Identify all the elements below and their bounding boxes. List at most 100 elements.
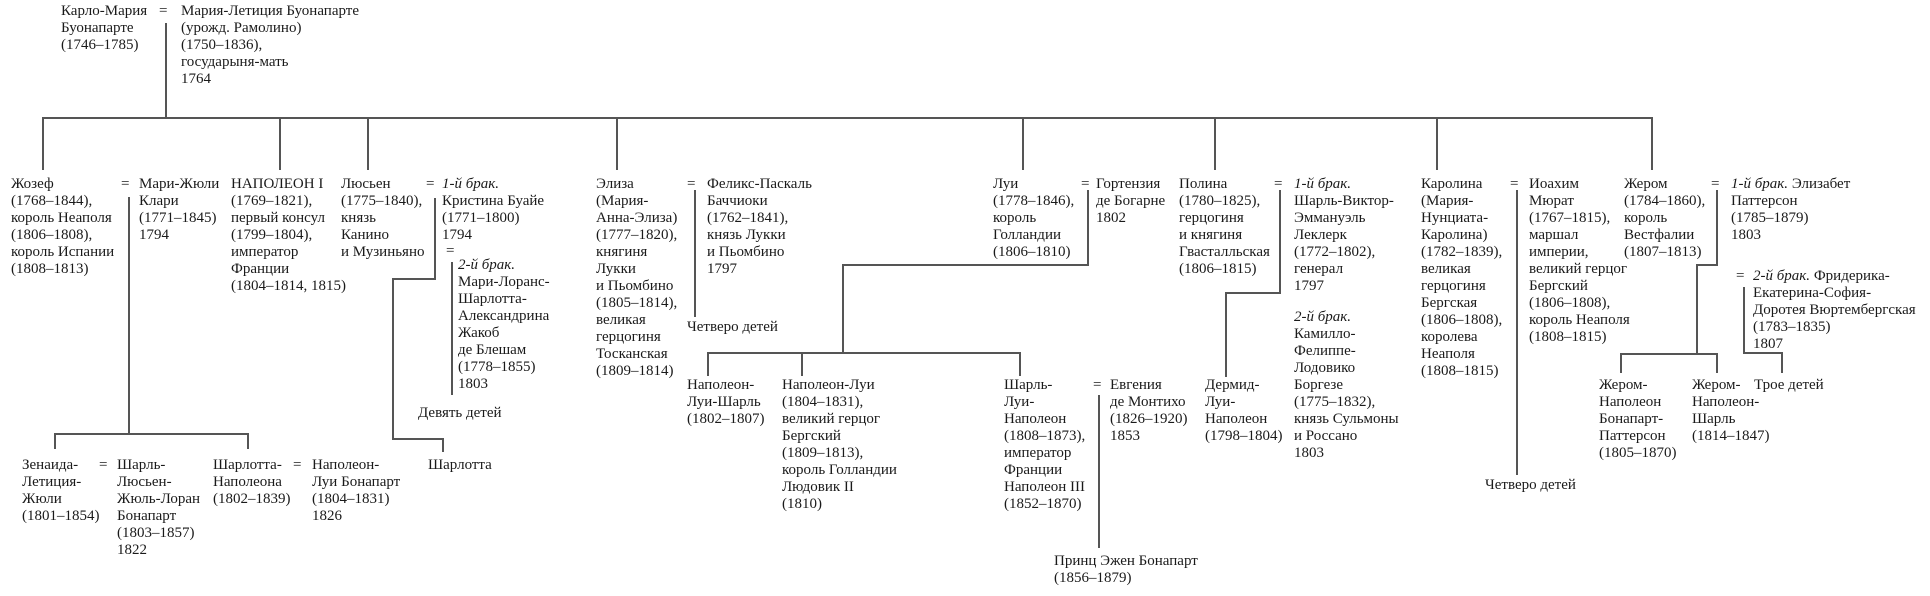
connector-line [42, 117, 1653, 119]
connector-line [1225, 292, 1227, 377]
person-caroline: Каролина (Мария- Нунциата- Каролина) (17… [1421, 176, 1503, 379]
connector-line [1436, 117, 1438, 170]
connector-line [842, 264, 1089, 266]
connector-line [694, 190, 696, 317]
person-lucien: Люсьен (1775–1840), князь Канино и Музин… [341, 176, 425, 260]
spouse-text: Фридерика- Екатерина-София- Доротея Вюрт… [1753, 268, 1916, 352]
person-napoleon-louis-bonaparte: Наполеон- Луи Бонапарт (1804–1831) 1826 [312, 457, 401, 524]
person-prince-eugene: Принц Эжен Бонапарт (1856–1879) [1054, 553, 1198, 586]
connector-line [707, 352, 1021, 354]
connector-line [1743, 287, 1745, 352]
person-elisa: Элиза (Мария- Анна-Элиза) (1777–1820), к… [596, 176, 678, 379]
connector-line [1620, 353, 1718, 355]
marriage-sign: = [1510, 176, 1519, 192]
person-julie-clary: Мари-Жюли Клари (1771–1845) 1794 [139, 176, 220, 243]
person-jerome-patterson: Жером- Наполеон Бонапарт- Паттерсон (180… [1599, 377, 1677, 461]
marriage-sign: = [426, 176, 435, 192]
person-charlotte: Шарлотта [428, 457, 492, 473]
connector-line [801, 352, 803, 376]
connector-line [54, 433, 56, 449]
person-eugenie: Евгения де Монтихо (1826–1920) 1853 [1110, 377, 1188, 444]
marriage-label: 2-й брак. [458, 257, 516, 273]
connector-line [392, 438, 444, 440]
marriage-sign: = [1081, 176, 1090, 192]
spouse-text: Мари-Лоранс- Шарлотта- Александрина Жако… [458, 274, 550, 392]
person-leclerc: 1-й брак.Шарль-Виктор- Эммануэль Леклерк… [1294, 176, 1394, 295]
connector-line [42, 117, 44, 170]
connector-line [434, 198, 436, 278]
connector-line [1696, 264, 1718, 266]
connector-line [279, 117, 281, 170]
marriage-sign: = [1093, 377, 1102, 393]
connector-line [128, 197, 130, 433]
person-napoleon-i: НАПОЛЕОН I (1769–1821), первый консул (1… [231, 176, 346, 294]
connector-line [165, 23, 167, 117]
lucien-children: Девять детей [418, 405, 502, 421]
person-jerome: Жером (1784–1860), король Вестфалии (180… [1624, 176, 1706, 260]
spouse-text: Камилло- Фелиппе- Лодовико Боргезе (1775… [1294, 326, 1399, 461]
spouse-text: Шарль-Виктор- Эммануэль Леклерк (1772–18… [1294, 193, 1394, 294]
elisa-children: Четверо детей [687, 319, 778, 335]
marriage-sign: = [1711, 176, 1720, 192]
person-borghese: 2-й брак.Камилло- Фелиппе- Лодовико Борг… [1294, 309, 1399, 462]
person-napoleon-iii: Шарль- Луи- Наполеон (1808–1873), импера… [1004, 377, 1086, 512]
connector-line [1087, 190, 1089, 264]
person-murat: Иоахим Мюрат (1767–1815), маршал империи… [1529, 176, 1630, 345]
person-pauline: Полина (1780–1825), герцогиня и княгиня … [1179, 176, 1270, 277]
person-louis: Луи (1778–1846), король Голландии (1806–… [993, 176, 1075, 260]
person-patterson: 1-й брак. Элизабет Паттерсон (1785–1879)… [1731, 176, 1850, 244]
person-napoleon-louis: Наполеон-Луи (1804–1831), великий герцог… [782, 377, 897, 512]
person-charlotte-napoleone: Шарлотта- Наполеона (1802–1839) [213, 457, 291, 507]
connector-line [392, 278, 436, 280]
connector-line [442, 438, 444, 452]
connector-line [1098, 395, 1100, 548]
connector-line [1225, 292, 1281, 294]
marriage-sign: = [121, 176, 130, 192]
connector-line [1716, 190, 1718, 264]
person-dermide: Дермид- Луи- Наполеон (1798–1804) [1205, 377, 1283, 444]
spouse-text: Кристина Буайе (1771–1800) 1794 [442, 193, 545, 243]
marriage-sign: = [446, 243, 455, 259]
person-jouberthon: 2-й брак.Мари-Лоранс- Шарлотта- Александ… [458, 257, 550, 393]
person-letizia: Мария-Летиция Буонапарте (урожд. Рамолин… [181, 3, 359, 87]
connector-line [1716, 353, 1718, 373]
person-hortense: Гортензия де Богарне 1802 [1096, 176, 1166, 226]
connector-line [367, 117, 369, 170]
connector-line [1214, 117, 1216, 170]
marriage-label: 1-й брак. [1731, 176, 1789, 192]
connector-line [1019, 352, 1021, 376]
connector-line [1022, 117, 1024, 170]
connector-line [1696, 264, 1698, 353]
marriage-sign: = [1274, 176, 1283, 192]
marriage-label: 1-й брак. [1294, 176, 1352, 192]
person-catharina-wurttemberg: 2-й брак. Фридерика- Екатерина-София- До… [1753, 268, 1916, 353]
connector-line [616, 117, 618, 170]
connector-line [1781, 352, 1783, 373]
person-charles-lucien: Шарль- Люсьен- Жюль-Лоран Бонапарт (1803… [117, 457, 201, 558]
person-carlo: Карло-Мария Буонапарте (1746–1785) [61, 3, 148, 53]
connector-line [1651, 117, 1653, 170]
connector-line [451, 262, 453, 395]
connector-line [247, 433, 249, 449]
person-napoleon-louis-charles: Наполеон- Луи-Шарль (1802–1807) [687, 377, 765, 427]
marriage-label: 2-й брак. [1294, 309, 1352, 325]
connector-line [842, 264, 844, 352]
marriage-label: 1-й брак. [442, 176, 500, 192]
connector-line [1279, 190, 1281, 292]
spouse-text: Элизабет Паттерсон (1785–1879) 1803 [1731, 176, 1851, 243]
connector-line [1743, 352, 1783, 354]
jerome-children: Трое детей [1754, 377, 1824, 393]
person-christine-boyer: 1-й брак.Кристина Буайе (1771–1800) 1794 [442, 176, 544, 244]
marriage-sign: = [293, 457, 302, 473]
marriage-label: 2-й брак. [1753, 268, 1811, 284]
marriage-sign: = [1736, 268, 1745, 284]
connector-line [392, 278, 394, 438]
connector-line [54, 433, 249, 435]
marriage-sign: = [99, 457, 108, 473]
person-joseph: Жозеф (1768–1844), король Неаполя (1806–… [11, 176, 115, 277]
person-jerome-charles: Жером- Наполеон- Шарль (1814–1847) [1692, 377, 1770, 444]
marriage-sign: = [159, 3, 168, 19]
caroline-children: Четверо детей [1485, 477, 1576, 493]
person-zenaide: Зенаида- Летиция- Жюли (1801–1854) [22, 457, 100, 524]
connector-line [1516, 190, 1518, 475]
